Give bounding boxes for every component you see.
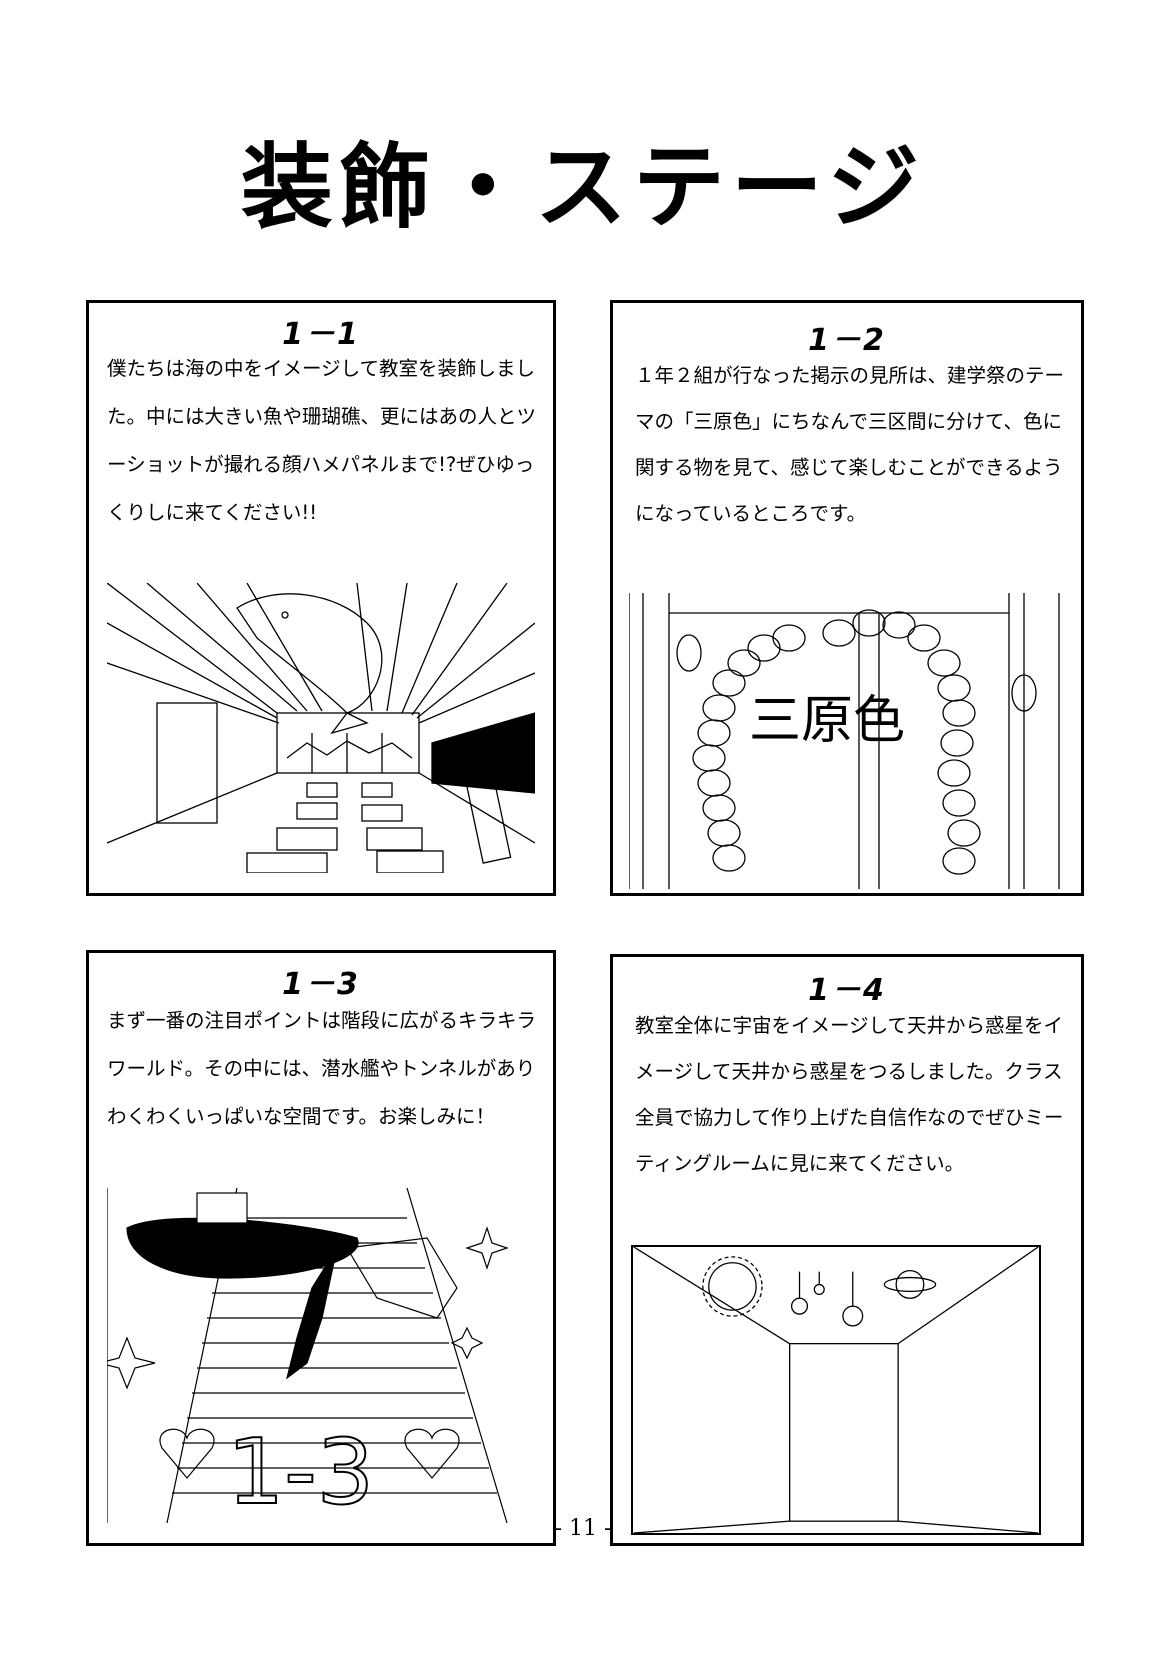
panel-number: 1－2 — [808, 323, 886, 358]
staircase-submarine-illustration: 1-3 — [107, 1188, 527, 1523]
classroom-ocean-illustration — [107, 583, 535, 873]
class-number-label: 1-3 — [227, 1420, 374, 1523]
sangenshoku-label: 三原色 — [749, 691, 905, 751]
panel-description: 僕たちは海の中をイメージして教室を装飾しました。中には大きい魚や珊瑚礁、更にはあ… — [107, 357, 537, 524]
panel-description: 教室全体に宇宙をイメージして天井から惑星をイメージして天井から惑星をつるしました… — [635, 1014, 1064, 1175]
sangenshoku-balloon-illustration: 三原色 — [629, 593, 1069, 889]
panel-1-2: 1－2 １年２組が行なった掲示の見所は、建学祭のテーマの「三原色」にちなんで三区… — [610, 300, 1084, 896]
space-room-illustration — [631, 1245, 1041, 1535]
panel-1-1: 1－1 僕たちは海の中をイメージして教室を装飾しました。中には大きい魚や珊瑚礁、… — [86, 300, 556, 896]
panel-1-3: 1－3 まず一番の注目ポイントは階段に広がるキラキラワールド。その中には、潜水艦… — [86, 950, 556, 1546]
page-title: 装飾・ステージ — [240, 134, 926, 241]
panel-description: １年２組が行なった掲示の見所は、建学祭のテーマの「三原色」にちなんで三区間に分け… — [635, 364, 1065, 525]
panel-number: 1－4 — [808, 973, 886, 1008]
panel-1-4: 1－4 教室全体に宇宙をイメージして天井から惑星をイメージして天井から惑星をつる… — [610, 954, 1084, 1546]
page-number: - 11 - — [554, 1516, 612, 1541]
panel-description: まず一番の注目ポイントは階段に広がるキラキラワールド。その中には、潜水艦やトンネ… — [107, 1009, 537, 1128]
panel-number: 1－1 — [282, 317, 360, 352]
panel-number: 1－3 — [282, 967, 360, 1002]
